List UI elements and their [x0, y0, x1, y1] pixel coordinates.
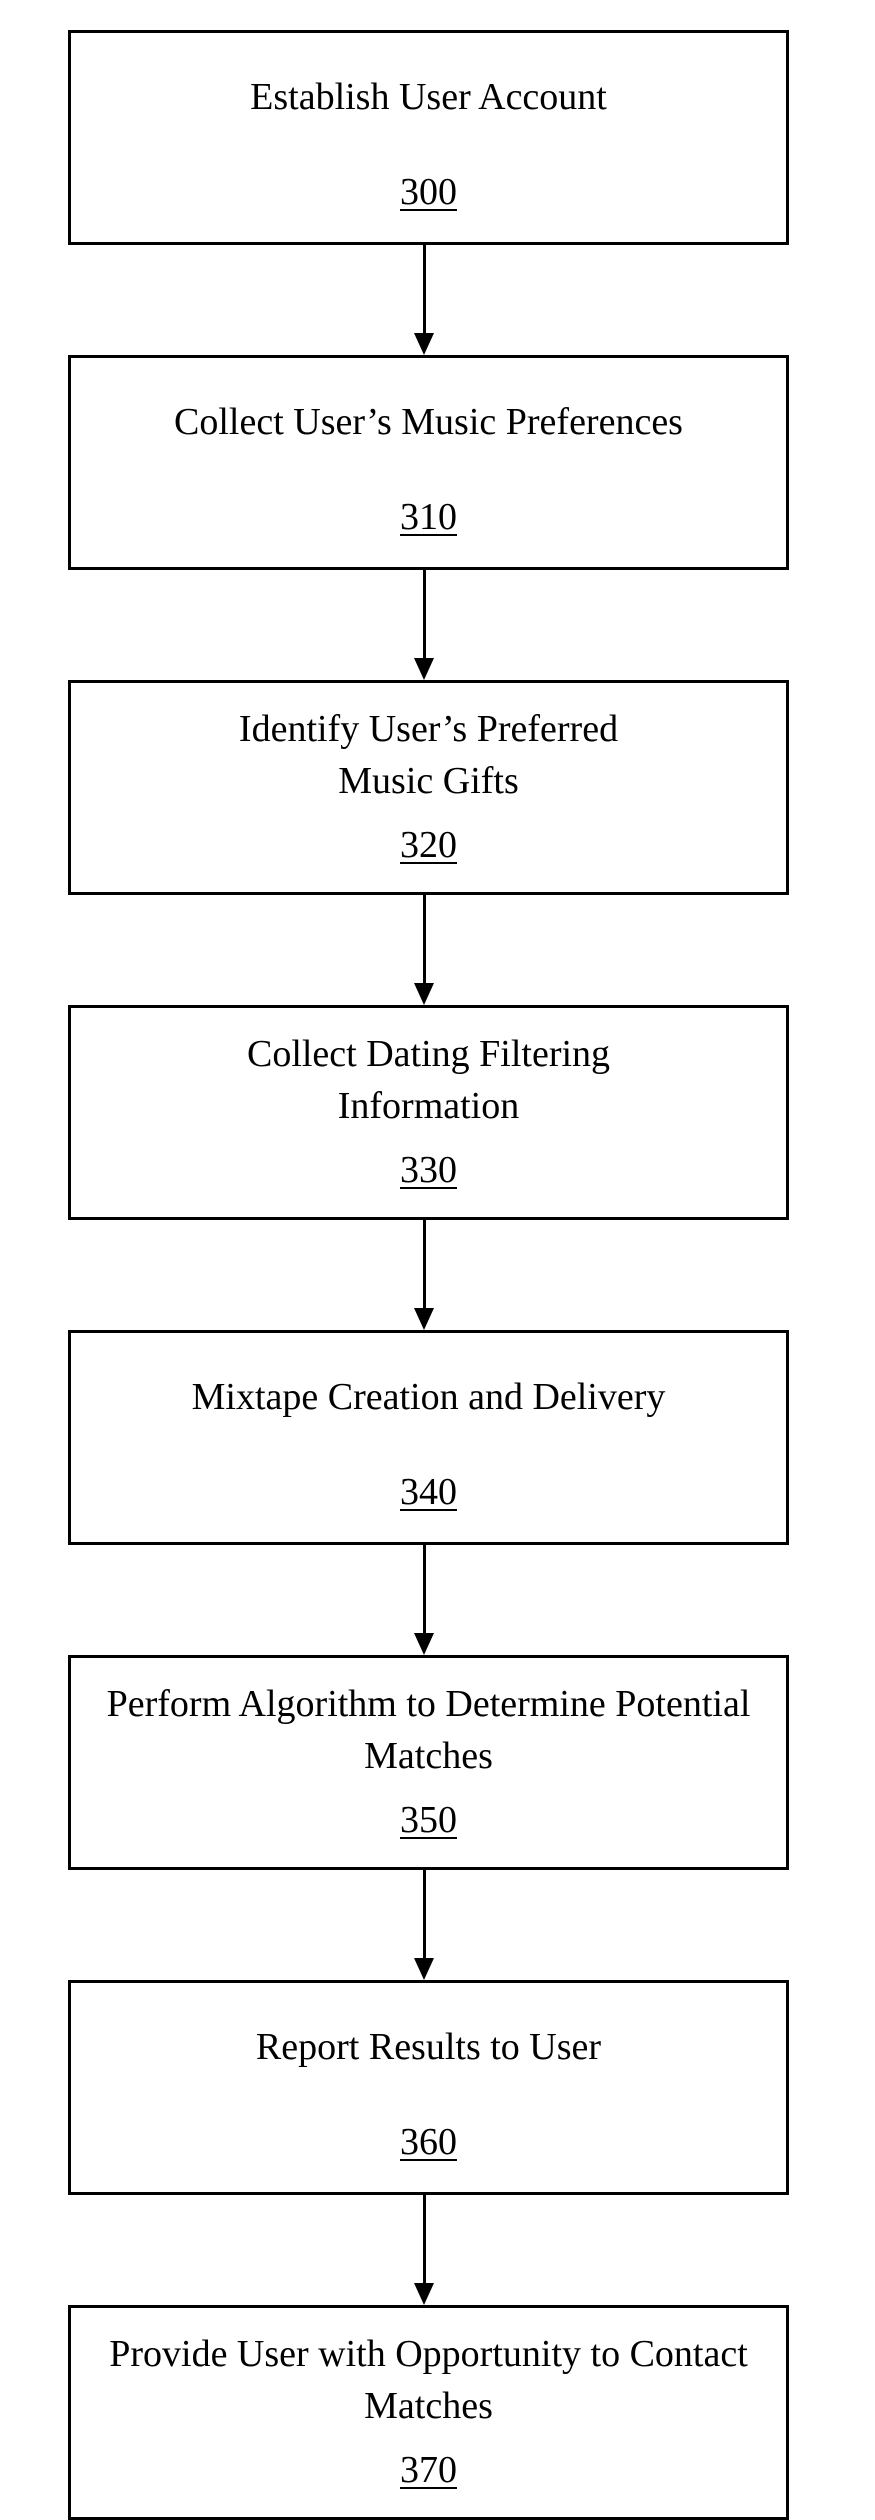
step-number: 360 [71, 2120, 786, 2164]
step-title: Provide User with Opportunity to Contact… [91, 2328, 766, 2432]
step-box-370: Provide User with Opportunity to Contact… [68, 2305, 789, 2520]
step-box-300: Establish User Account 300 [68, 30, 789, 245]
flow-arrow [414, 2195, 434, 2305]
step-number: 300 [71, 170, 786, 214]
step-box-350: Perform Algorithm to Determine Potential… [68, 1655, 789, 1870]
flow-arrow [414, 1545, 434, 1655]
step-title: Mixtape Creation and Delivery [81, 1371, 776, 1423]
step-title: Identify User’s Preferred Music Gifts [191, 703, 666, 807]
flow-arrow [414, 1220, 434, 1330]
flow-arrow [414, 245, 434, 355]
step-number: 370 [71, 2448, 786, 2492]
flow-arrow [414, 570, 434, 680]
step-box-340: Mixtape Creation and Delivery 340 [68, 1330, 789, 1545]
step-number: 320 [71, 823, 786, 867]
step-title: Collect Dating Filtering Information [191, 1028, 666, 1132]
step-box-360: Report Results to User 360 [68, 1980, 789, 2195]
step-box-310: Collect User’s Music Preferences 310 [68, 355, 789, 570]
step-number: 330 [71, 1148, 786, 1192]
step-title: Collect User’s Music Preferences [81, 396, 776, 448]
flow-arrow [414, 1870, 434, 1980]
step-number: 340 [71, 1470, 786, 1514]
flow-arrow [414, 895, 434, 1005]
step-number: 310 [71, 495, 786, 539]
step-title: Report Results to User [81, 2021, 776, 2073]
step-number: 350 [71, 1798, 786, 1842]
step-box-320: Identify User’s Preferred Music Gifts 32… [68, 680, 789, 895]
step-title: Perform Algorithm to Determine Potential… [101, 1678, 756, 1782]
step-title: Establish User Account [81, 71, 776, 123]
step-box-330: Collect Dating Filtering Information 330 [68, 1005, 789, 1220]
